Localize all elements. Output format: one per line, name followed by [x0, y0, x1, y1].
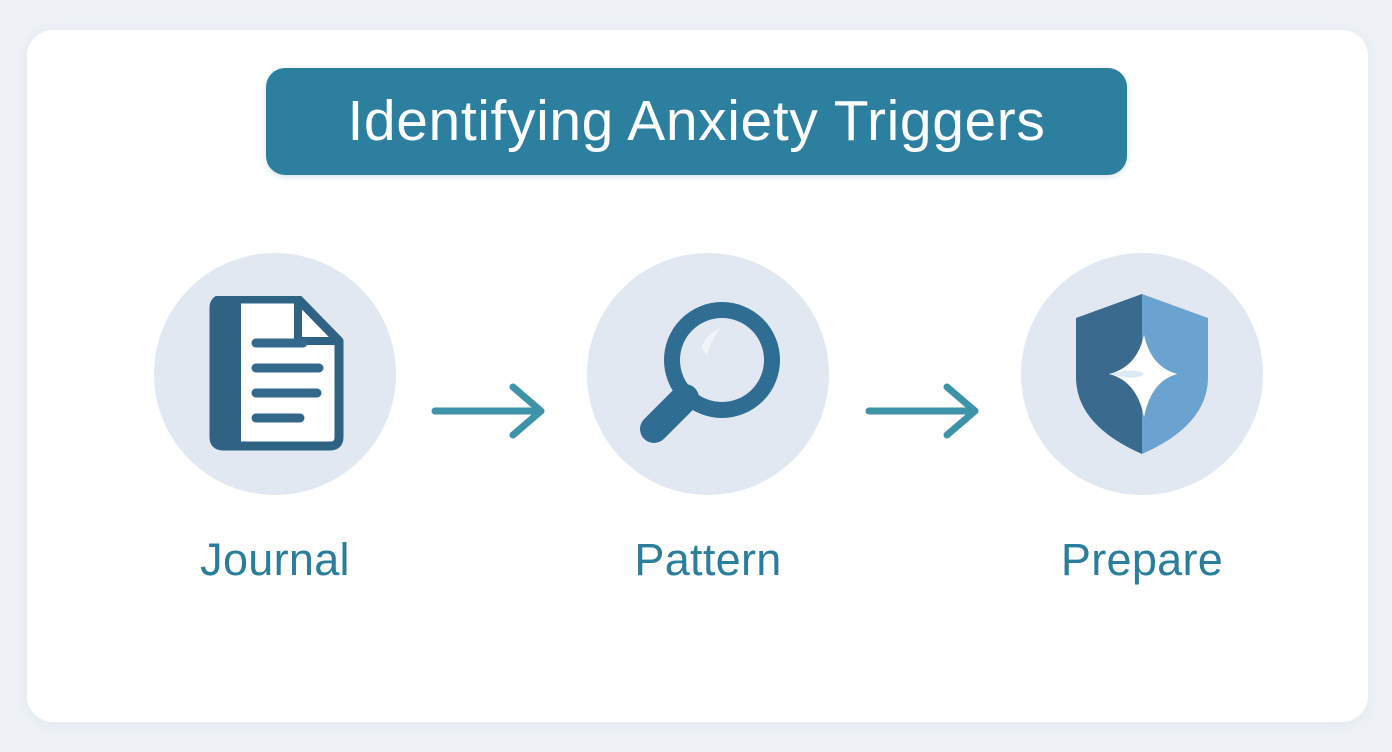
- flow-step-label-journal: Journal: [200, 534, 350, 585]
- shield-sparkle-icon: [1076, 294, 1208, 454]
- arrow-right-icon: [865, 383, 979, 439]
- document-notebook-icon: [209, 296, 344, 451]
- flow-step-pattern[interactable]: Pattern: [578, 223, 838, 582]
- flow-connector-1: [431, 381, 551, 441]
- journal-icon-circle: [154, 253, 396, 495]
- flow-step-prepare[interactable]: Prepare: [1012, 223, 1272, 582]
- flow-step-label-prepare: Prepare: [1060, 534, 1224, 585]
- magnifying-glass-icon: [640, 302, 780, 443]
- infographic-card: Identifying Anxiety Triggers: [27, 30, 1368, 722]
- flow-step-journal[interactable]: Journal: [145, 223, 405, 582]
- page-title: Identifying Anxiety Triggers: [347, 89, 1046, 153]
- title-banner: Identifying Anxiety Triggers: [266, 68, 1127, 175]
- pattern-icon-circle: [587, 253, 829, 495]
- prepare-icon-circle: [1021, 253, 1263, 495]
- flow-steps-row: Journal Pattern: [27, 223, 1368, 623]
- flow-connector-2: [865, 381, 985, 441]
- arrow-right-icon: [431, 383, 545, 439]
- flow-step-label-pattern: Pattern: [634, 534, 782, 585]
